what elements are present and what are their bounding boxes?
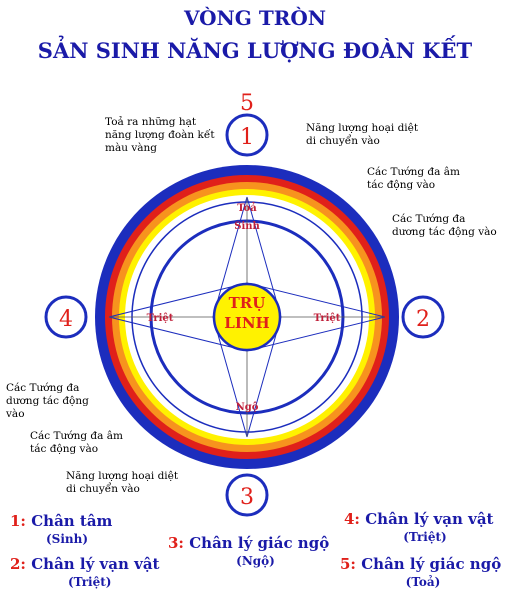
legend-item-1: 1: Chân tâm (Sinh) xyxy=(10,512,140,546)
note-top-right-2: Các Tướng đa âm tác động vào xyxy=(367,166,460,191)
legend-num: 4: xyxy=(344,510,360,528)
legend-num: 3: xyxy=(168,534,184,552)
node-circle-bottom xyxy=(225,473,269,517)
legend-sub: (Ngộ) xyxy=(236,554,275,568)
node-circle-left xyxy=(44,295,88,339)
center-label-line2: LINH xyxy=(224,314,269,332)
inner-label-triet-left: Triệt xyxy=(147,313,174,324)
legend-text: Chân lý giác ngộ xyxy=(189,534,330,552)
legend-sub: (Triệt) xyxy=(68,575,112,589)
legend-sub: (Toả) xyxy=(405,575,441,589)
legend-num: 2: xyxy=(10,555,26,573)
inner-label-ngo: Ngộ xyxy=(236,402,259,413)
star-lines xyxy=(108,196,386,438)
note-top-right-3: Các Tướng đa dương tác động vào xyxy=(392,213,497,238)
diagram-title-line2: SẢN SINH NĂNG LƯỢNG ĐOÀN KẾT xyxy=(37,38,473,63)
node-circle-top xyxy=(225,113,269,157)
note-top-right-1: Năng lượng hoại diệt di chuyển vào xyxy=(306,122,419,147)
node-number-bottom: 3 xyxy=(240,485,254,510)
legend-num: 5: xyxy=(340,555,356,573)
legend-text: Chân lý vạn vật xyxy=(31,555,160,573)
node-number-left: 4 xyxy=(59,307,73,332)
legend-item-4: 4: Chân lý vạn vật (Triệt) xyxy=(344,510,506,544)
legend-item-2: 2: Chân lý vạn vật (Triệt) xyxy=(10,555,180,589)
note-bottom-left-2: Các Tướng đa âm tác động vào xyxy=(30,430,123,455)
node-number-top: 1 xyxy=(240,125,254,150)
legend-item-3: 3: Chân lý giác ngộ (Ngộ) xyxy=(168,534,343,568)
center-core-circle xyxy=(212,282,282,352)
inner-label-triet-right: Triệt xyxy=(314,313,341,324)
legend-text: Chân lý vạn vật xyxy=(365,510,494,528)
note-bottom-left-1: Các Tướng đa dương tác động vào xyxy=(6,382,89,420)
legend-text: Chân lý giác ngộ xyxy=(361,555,502,573)
note-bottom-left-3: Năng lượng hoại diệt di chuyển vào xyxy=(66,470,179,495)
node-circle-right xyxy=(401,295,445,339)
legend-num: 1: xyxy=(10,512,26,530)
top-number-5: 5 xyxy=(240,91,254,116)
legend-item-5: 5: Chân lý giác ngộ (Toả) xyxy=(340,555,506,589)
note-top-left: Toả ra những hạt năng lượng đoàn kết màu… xyxy=(105,116,215,154)
legend-sub: (Sinh) xyxy=(46,532,89,546)
legend-text: Chân tâm xyxy=(31,512,113,530)
center-label-line1: TRỤ xyxy=(229,294,266,312)
inner-label-toa: Toả xyxy=(237,203,257,214)
legend-sub: (Triệt) xyxy=(403,530,447,544)
diagram-title-line1: VÒNG TRÒN xyxy=(183,6,327,30)
inner-label-sinh: Sinh xyxy=(234,221,260,232)
node-number-right: 2 xyxy=(416,307,430,332)
